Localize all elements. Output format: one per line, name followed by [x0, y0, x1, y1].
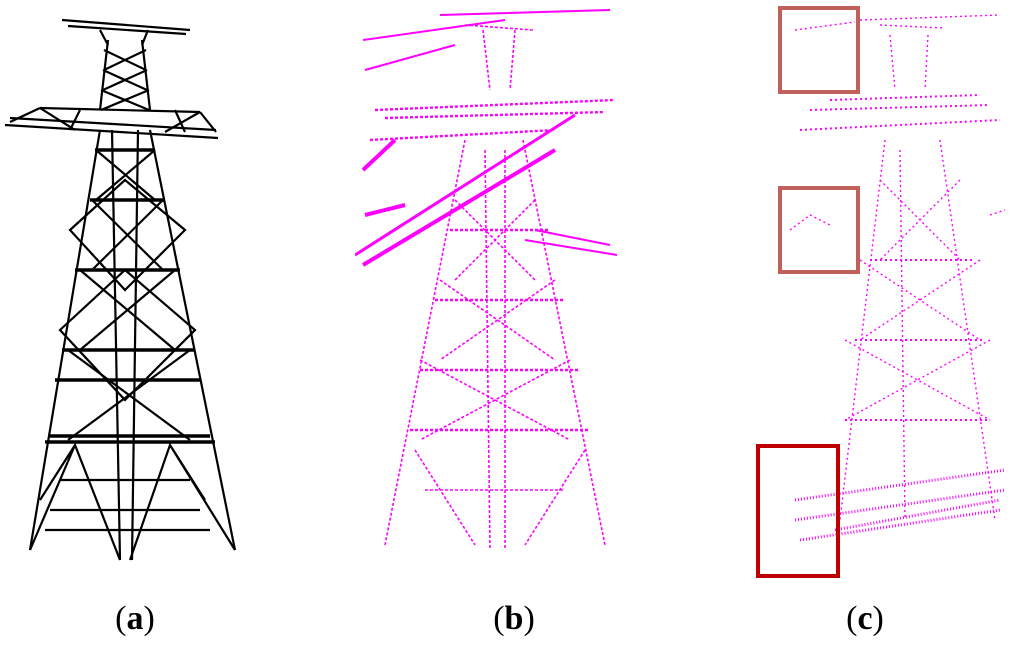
point-cloud-drawing	[355, 9, 618, 551]
caption-c: (c)	[846, 600, 884, 637]
panel-b-point-cloud	[355, 0, 625, 580]
highlight-box-top	[778, 6, 860, 94]
point-cloud-highlighted-drawing	[756, 6, 1006, 578]
tower-frame	[4, 18, 237, 561]
panel-a-wireframe-tower	[0, 0, 250, 580]
wireframe-tower-drawing	[4, 18, 237, 561]
tower-sparse-points	[789, 14, 1006, 542]
caption-b: (b)	[493, 600, 535, 637]
tower-points	[355, 9, 618, 551]
panel-c-point-cloud-highlighted	[750, 0, 1024, 590]
caption-a: (a)	[115, 600, 155, 637]
highlight-box-middle	[778, 186, 860, 274]
highlight-box-bottom	[756, 444, 840, 578]
